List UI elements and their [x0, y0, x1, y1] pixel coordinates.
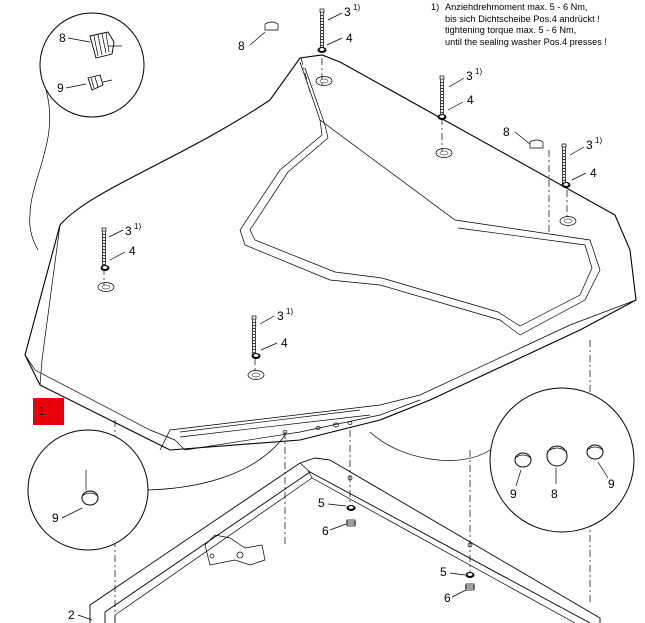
note-line-de-2: bis sich Dichtscheibe Pos.4 andrückt !: [445, 13, 600, 24]
callout-1-highlight: 1: [33, 398, 64, 425]
callout-4-a: 4: [346, 31, 353, 45]
callout-3-e: 3: [277, 309, 284, 323]
callout-5-a: 5: [318, 496, 325, 510]
callout-9-right-b: 9: [608, 477, 615, 491]
note-line-en-1: tightening torque max. 5 - 6 Nm,: [445, 25, 577, 36]
footnote-mark-b: 1): [475, 67, 482, 76]
footnote-mark-c: 1): [595, 136, 602, 145]
callout-3-d: 3: [125, 224, 132, 238]
callout-8-b: 8: [503, 125, 510, 139]
callout-2: 2: [68, 608, 75, 622]
callout-3-b: 3: [466, 69, 473, 83]
callout-labels: 3 1) 4 8 3 1) 4 8 3 1) 4 3 1) 4 3 1) 4 8…: [52, 3, 615, 622]
callout-4-d: 4: [129, 244, 136, 258]
footnote-mark-d: 1): [134, 222, 141, 231]
callout-4-c: 4: [590, 166, 597, 180]
callout-9-right-a: 9: [510, 487, 517, 501]
footnote-mark-a: 1): [353, 3, 360, 12]
callout-8-right: 8: [551, 487, 558, 501]
note-number: 1): [431, 2, 440, 12]
grommet-large: [89, 31, 115, 59]
note-line-en-2: until the sealing washer Pos.4 presses !: [445, 36, 607, 47]
callout-9-detail: 9: [57, 81, 64, 95]
callout-6-a: 6: [322, 524, 329, 538]
footnote-mark-e: 1): [286, 307, 293, 316]
callout-4-b: 4: [467, 93, 474, 107]
callout-8-detail: 8: [59, 31, 66, 45]
detail-circle-plugs: [29, 12, 145, 251]
detail-circle-plugs-8-9: [369, 387, 635, 533]
cover-panel: [24, 54, 637, 451]
detail-circle-plug-9: [27, 429, 286, 551]
grommet-small: [87, 74, 104, 91]
callout-8-a: 8: [238, 39, 245, 53]
callout-4-e: 4: [281, 336, 288, 350]
torque-note: 1) Anziehdrehmoment max. 5 - 6 Nm, bis s…: [431, 2, 607, 48]
callout-6-b: 6: [444, 591, 451, 605]
callout-1: 1: [38, 404, 45, 418]
callout-3-c: 3: [586, 138, 593, 152]
fastener-group: [97, 8, 577, 591]
note-line-de-1: Anziehdrehmoment max. 5 - 6 Nm,: [445, 2, 588, 12]
callout-5-b: 5: [440, 565, 447, 579]
callout-9-left: 9: [52, 511, 59, 525]
callout-3-a: 3: [344, 5, 351, 19]
